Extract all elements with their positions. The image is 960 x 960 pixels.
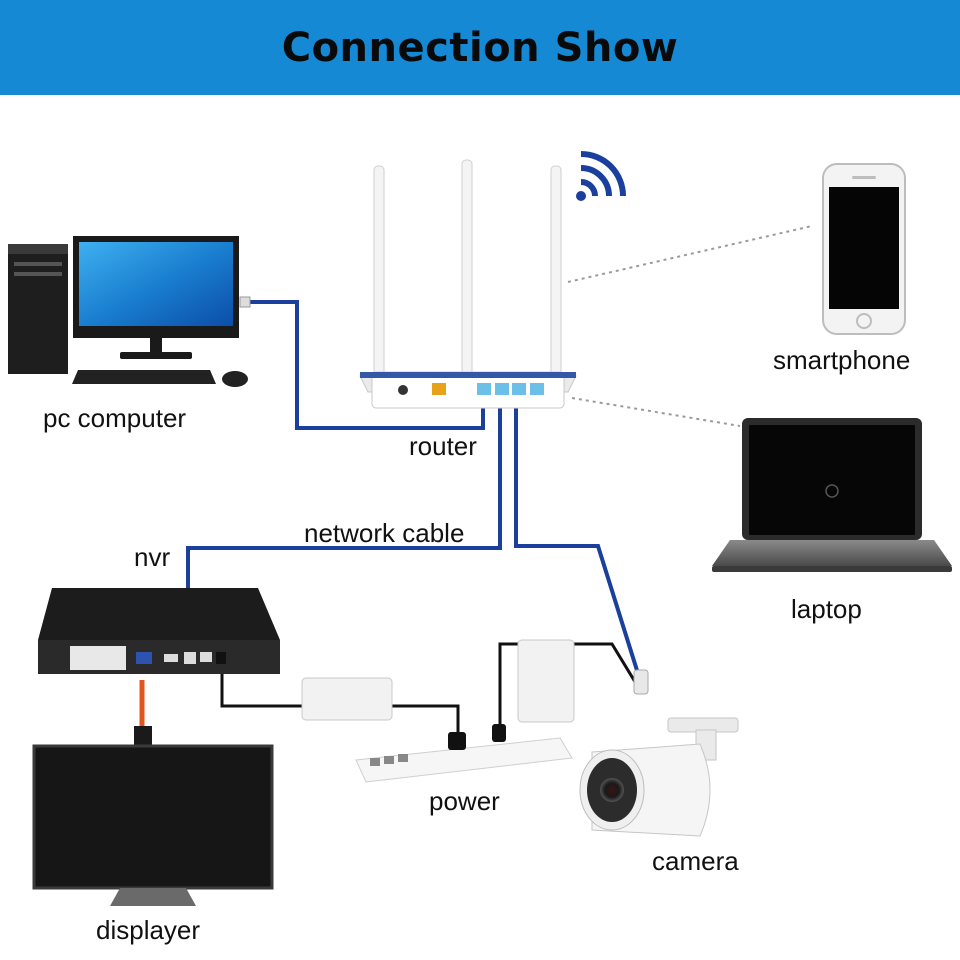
- label-camera: camera: [652, 846, 739, 876]
- power-adapter-icon: [301, 677, 393, 721]
- pc-computer-icon: [8, 236, 251, 387]
- camera-icon: [579, 669, 739, 837]
- power-cable-adapter2: [498, 642, 524, 725]
- page-title: Connection Show: [281, 24, 679, 71]
- network-cable-camera: [514, 402, 642, 681]
- power-cable-adapter1: [388, 704, 460, 732]
- router-icon: [359, 159, 577, 409]
- label-nvr: nvr: [134, 542, 171, 572]
- wireless-link-laptop: [571, 397, 741, 427]
- power-adapter-camera-icon: [517, 639, 575, 723]
- network-cable-pc: [250, 300, 485, 430]
- power-cable-nvr: [220, 664, 318, 708]
- label-power: power: [429, 786, 500, 816]
- power-strip-icon: [355, 724, 573, 783]
- smartphone-icon: [822, 163, 906, 335]
- title-banner: Connection Show: [0, 0, 960, 95]
- laptop-icon: [712, 418, 952, 572]
- label-network-cable: network cable: [304, 518, 465, 548]
- label-displayer: displayer: [96, 915, 201, 945]
- nvr-icon: [38, 588, 280, 674]
- label-pc-computer: pc computer: [43, 403, 187, 433]
- displayer-icon: [32, 726, 274, 906]
- label-router: router: [409, 431, 477, 461]
- wireless-link-smartphone: [567, 225, 813, 283]
- wifi-icon: [576, 151, 626, 201]
- label-smartphone: smartphone: [773, 345, 911, 375]
- label-laptop: laptop: [791, 594, 862, 624]
